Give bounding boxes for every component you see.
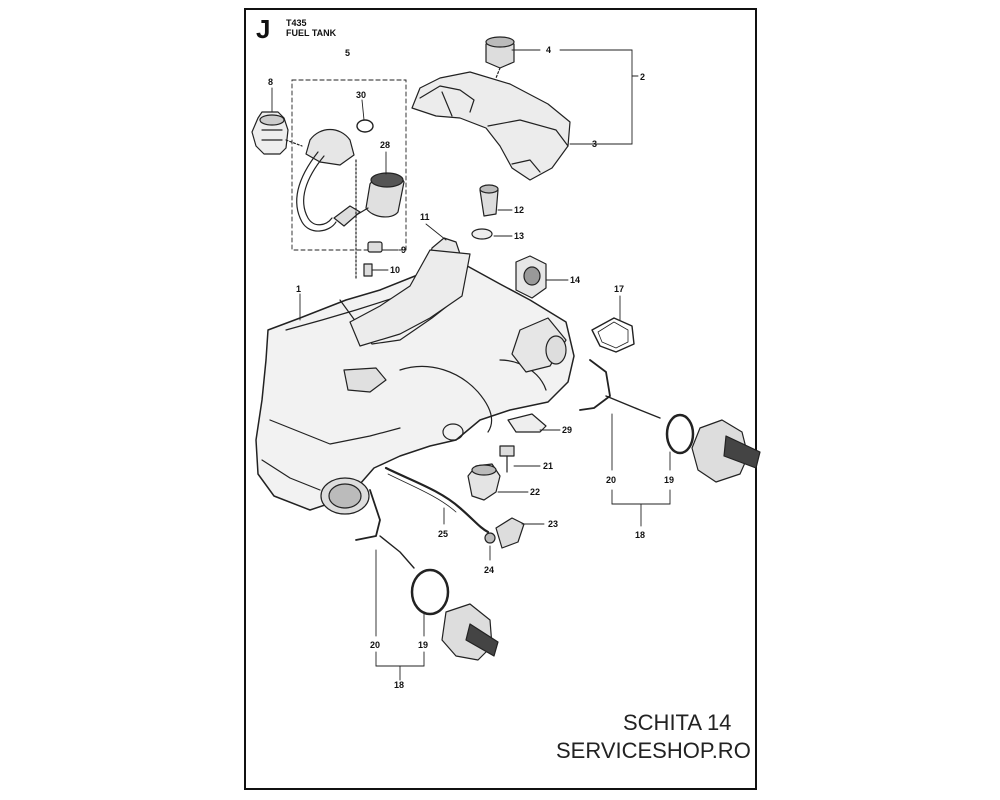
callout-2: 2 [640, 72, 645, 82]
part-4-plug [485, 36, 515, 79]
callout-24: 24 [484, 565, 494, 575]
part-10-screw [363, 263, 373, 277]
part-29-bracket [507, 413, 547, 433]
callout-17: 17 [614, 284, 624, 294]
callout-18-right: 18 [635, 530, 645, 540]
part-30-clamp [356, 119, 374, 133]
callout-25: 25 [438, 529, 448, 539]
part-13-grommet [471, 228, 493, 240]
part-21-screw [499, 445, 515, 473]
callout-18-left: 18 [394, 680, 404, 690]
part-24-connector [484, 532, 496, 544]
callout-20-left: 20 [370, 640, 380, 650]
callout-11: 11 [420, 212, 430, 222]
callout-1: 1 [296, 284, 301, 294]
diagram-title: FUEL TANK [286, 28, 337, 38]
callout-13: 13 [514, 231, 524, 241]
section-letter: J [256, 14, 271, 44]
part-5-fuel-hose [296, 128, 361, 281]
shop-name: SERVICESHOP.RO [556, 738, 751, 763]
sheet-number: SCHITA 14 [623, 710, 732, 735]
lower-cap-assembly [355, 489, 499, 661]
part-1-fuel-tank [255, 249, 575, 515]
callout-12: 12 [514, 205, 524, 215]
callout-23: 23 [548, 519, 558, 529]
part-14-valve [515, 255, 547, 299]
callout-20-right: 20 [606, 475, 616, 485]
callout-30: 30 [356, 90, 366, 100]
part-9-nut [367, 241, 383, 253]
callout-3: 3 [592, 139, 597, 149]
callout-21: 21 [543, 461, 553, 471]
part-28-filter [357, 172, 405, 218]
callout-19-left: 19 [418, 640, 428, 650]
callout-9: 9 [401, 245, 406, 255]
callout-8: 8 [268, 77, 273, 87]
callout-5: 5 [345, 48, 350, 58]
callout-28: 28 [380, 140, 390, 150]
callout-22: 22 [530, 487, 540, 497]
callout-29: 29 [562, 425, 572, 435]
right-cap-assembly [579, 359, 761, 483]
part-2-cover [411, 71, 571, 181]
part-22-grommet [467, 463, 501, 501]
callout-10: 10 [390, 265, 400, 275]
part-23-valve [495, 517, 525, 549]
callout-14: 14 [570, 275, 580, 285]
callout-19-right: 19 [664, 475, 674, 485]
part-8-cap [251, 111, 303, 155]
model-number: T435 [286, 18, 307, 28]
part-25-fuel-line [384, 466, 490, 534]
part-17-gasket [591, 317, 635, 353]
part-12-pump [479, 184, 499, 217]
callout-4: 4 [546, 45, 551, 55]
drawing-frame [244, 8, 757, 790]
